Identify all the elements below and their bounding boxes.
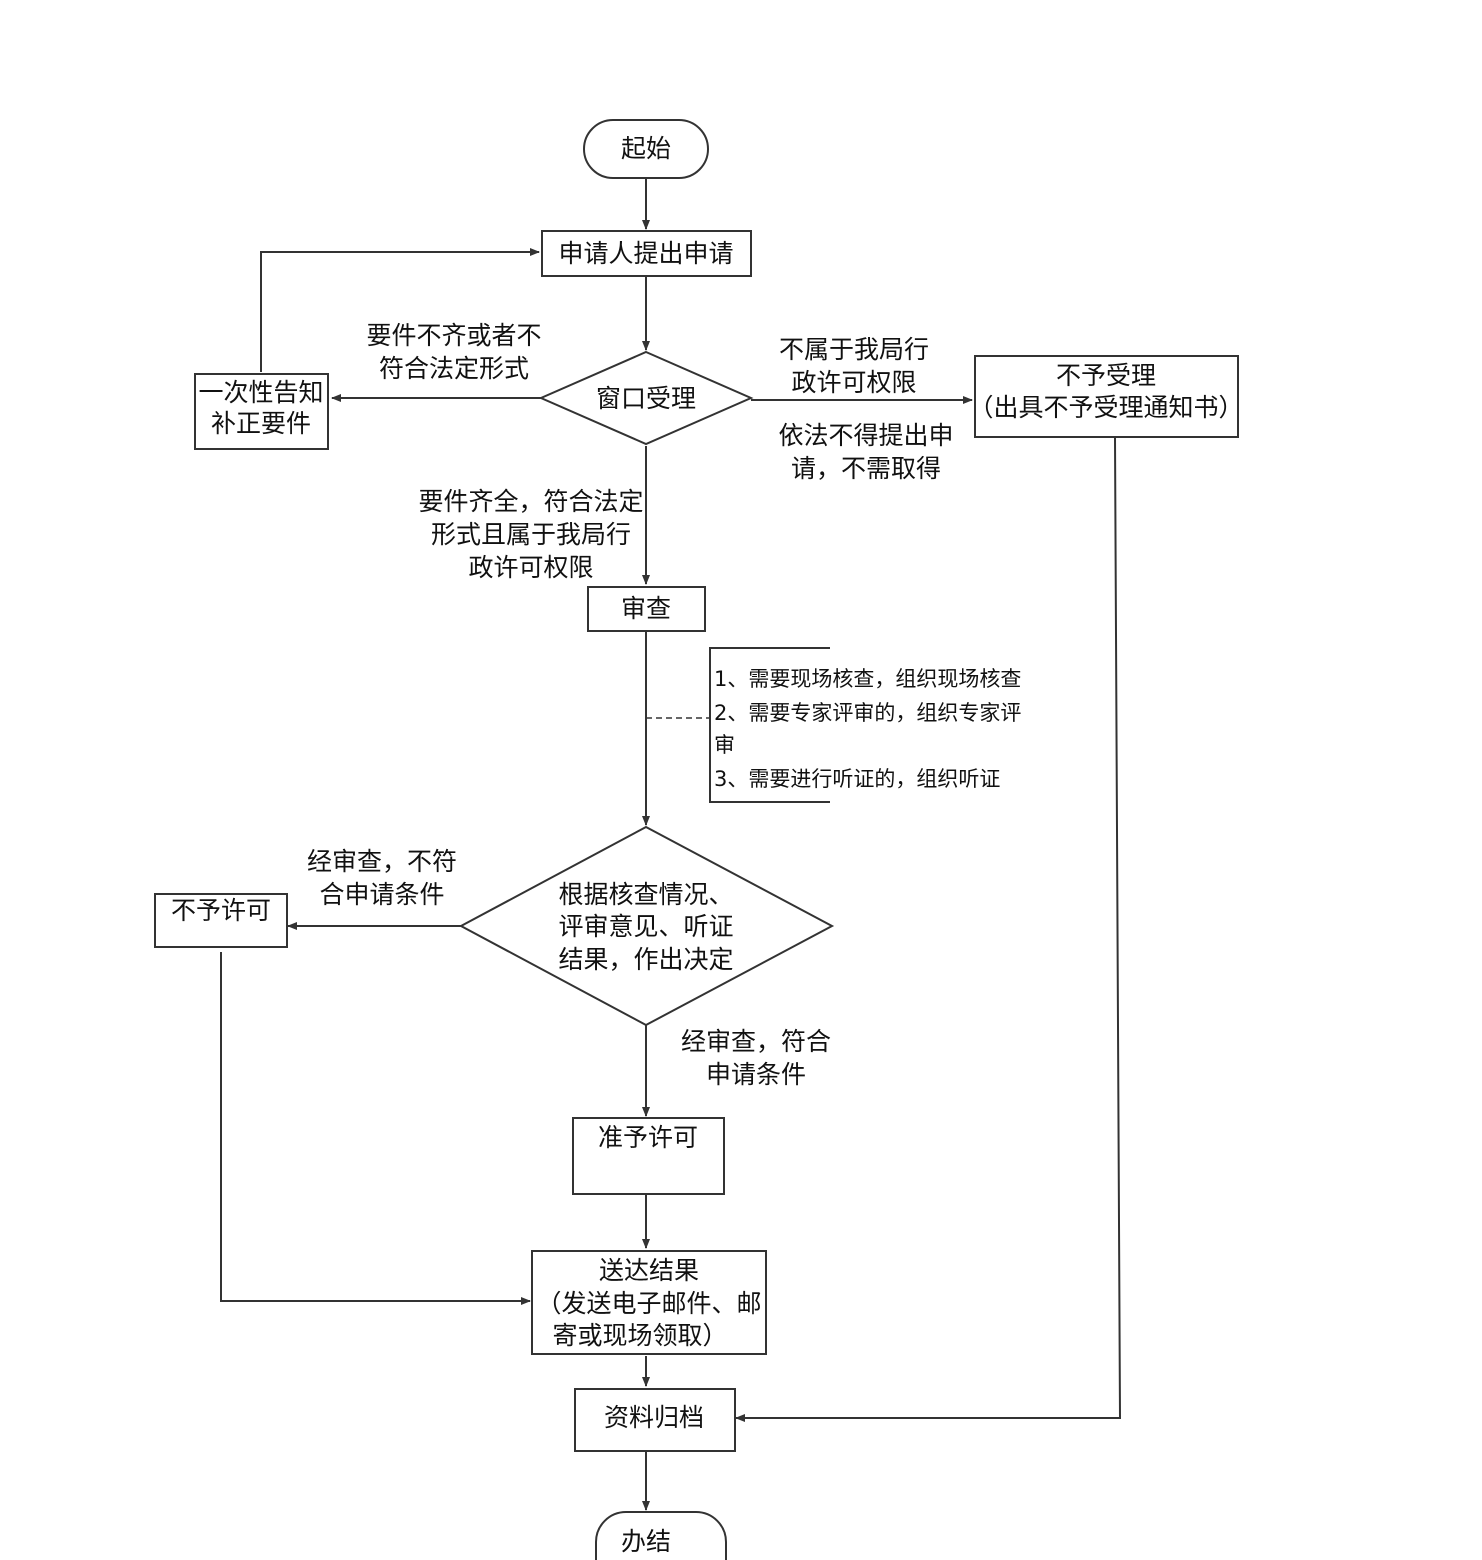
node-deliver-line-1: 送达结果 (599, 1256, 699, 1285)
node-deny: 不予许可 (154, 893, 288, 948)
connectors (220, 178, 1122, 1511)
edge-label-complete-line-1: 要件齐全，符合法定 (418, 487, 643, 516)
node-window: 窗口受理 (538, 350, 754, 446)
node-decide-line-1: 根据核查情况、 (558, 880, 733, 909)
review-note-line-2: 2、需要专家评审的，组织专家评 (714, 701, 1021, 725)
node-notify-line-1: 一次性告知 (198, 378, 323, 407)
node-decide-line-2: 评审意见、听证 (558, 912, 733, 941)
edge-reject-to-archive (735, 437, 1122, 1422)
edge-label-not-needed: 依法不得提出申 请，不需取得 (778, 421, 953, 483)
edge-label-not-needed-line-2: 请，不需取得 (791, 454, 941, 483)
edge-label-qualified-line-1: 经审查，符合 (681, 1027, 831, 1056)
review-note-line-3: 审 (714, 733, 735, 757)
node-end: 办结 (595, 1511, 727, 1560)
edge-label-not-qualified: 经审查，不符 合申请条件 (307, 847, 457, 909)
node-reject-accept: 不予受理 （出具不予受理通知书） (968, 355, 1244, 438)
node-grant-label: 准予许可 (598, 1123, 698, 1152)
edge-label-incomplete-line-2: 符合法定形式 (379, 354, 529, 383)
edge-label-incomplete: 要件不齐或者不 符合法定形式 (366, 321, 541, 383)
node-reject-accept-line-1: 不予受理 (1056, 361, 1156, 390)
edge-label-not-needed-line-1: 依法不得提出申 (778, 421, 953, 450)
edge-label-not-authority-line-2: 政许可权限 (791, 368, 916, 397)
node-apply-label: 申请人提出申请 (558, 239, 733, 268)
node-archive-label: 资料归档 (604, 1403, 704, 1432)
node-notify-line-2: 补正要件 (211, 409, 311, 438)
edge-label-qualified-line-2: 申请条件 (706, 1060, 806, 1089)
node-apply: 申请人提出申请 (541, 230, 752, 277)
edge-label-qualified: 经审查，符合 申请条件 (681, 1027, 831, 1089)
node-start: 起始 (583, 119, 709, 179)
edge-label-complete-line-2: 形式且属于我局行 (431, 520, 631, 549)
review-note: 1、需要现场核查，组织现场核查 2、需要专家评审的，组织专家评 审 3、需要进行… (709, 647, 1021, 803)
node-grant: 准予许可 (572, 1117, 725, 1195)
node-deny-label: 不予许可 (171, 896, 271, 925)
review-note-line-4: 3、需要进行听证的，组织听证 (714, 767, 1000, 791)
edge-label-not-authority: 不属于我局行 政许可权限 (779, 335, 929, 397)
node-deliver-line-3: 寄或现场领取） (552, 1321, 727, 1350)
edge-label-not-qualified-line-2: 合申请条件 (319, 880, 444, 909)
edge-deny-to-deliver (220, 952, 531, 1305)
node-review-label: 审查 (621, 594, 671, 623)
edge-label-incomplete-line-1: 要件不齐或者不 (366, 321, 541, 350)
node-decide: 根据核查情况、 评审意见、听证 结果，作出决定 (458, 825, 835, 1027)
review-note-line-1: 1、需要现场核查，组织现场核查 (714, 667, 1021, 691)
edge-label-not-authority-line-1: 不属于我局行 (779, 335, 929, 364)
edge-label-complete: 要件齐全，符合法定 形式且属于我局行 政许可权限 (418, 487, 643, 582)
node-archive: 资料归档 (574, 1388, 736, 1452)
node-start-label: 起始 (621, 134, 671, 163)
node-reject-accept-line-2: （出具不予受理通知书） (968, 393, 1243, 422)
node-deliver: 送达结果 （发送电子邮件、邮 寄或现场领取） (531, 1250, 767, 1355)
node-deliver-line-2: （发送电子邮件、邮 (536, 1289, 761, 1318)
node-review: 审查 (587, 586, 706, 632)
edge-notify-to-apply (260, 248, 540, 372)
node-decide-line-3: 结果，作出决定 (558, 945, 733, 974)
edge-label-not-qualified-line-1: 经审查，不符 (307, 847, 457, 876)
node-window-label: 窗口受理 (596, 384, 696, 413)
node-notify: 一次性告知 补正要件 (194, 373, 329, 450)
node-end-label: 办结 (621, 1527, 671, 1556)
edge-label-complete-line-3: 政许可权限 (468, 553, 593, 582)
